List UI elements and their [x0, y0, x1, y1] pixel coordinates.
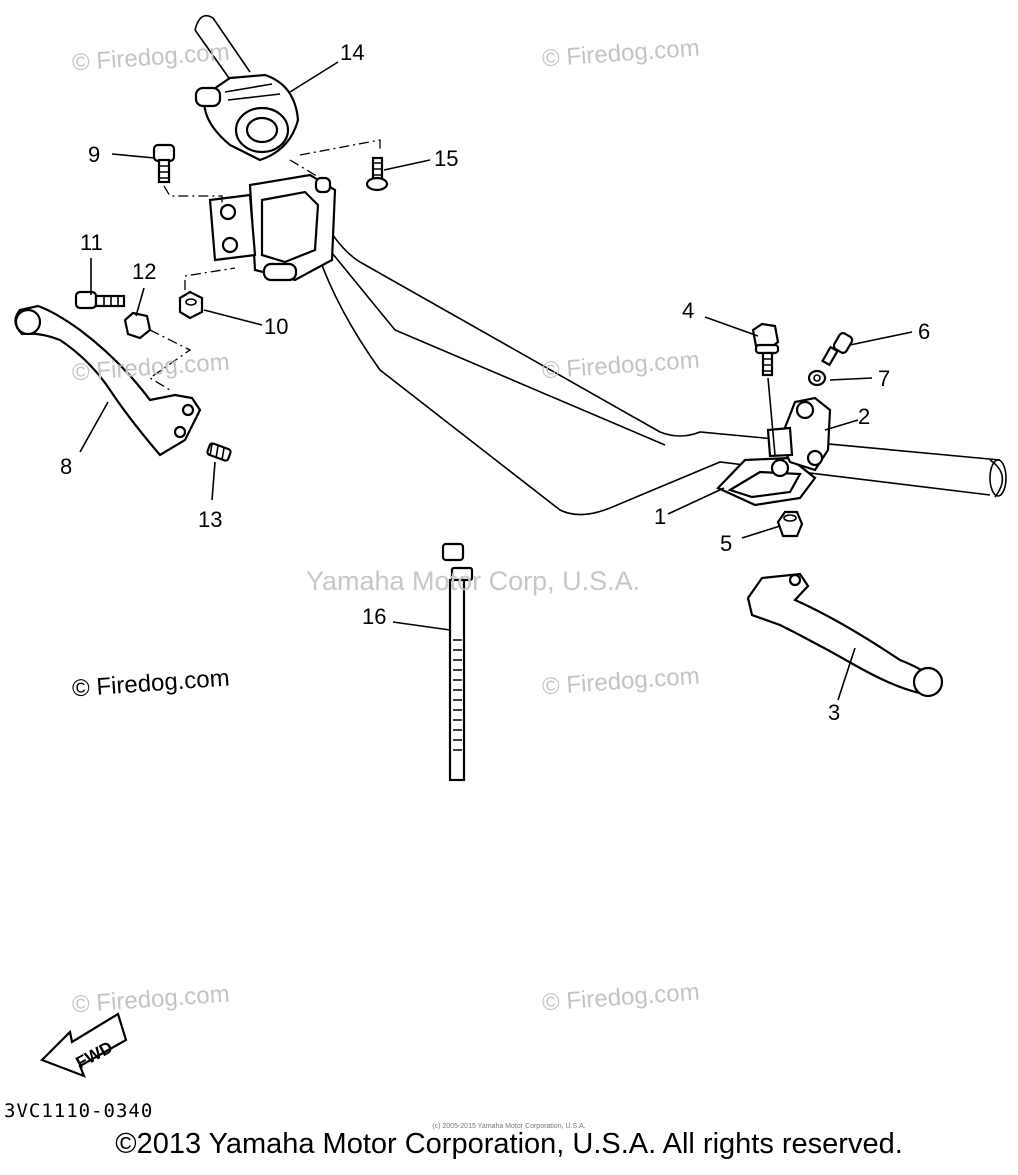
clutch-lever-3 — [746, 572, 944, 698]
brake-lever-8 — [14, 304, 202, 457]
master-cylinder — [208, 173, 337, 282]
bolt-4 — [751, 322, 780, 377]
callout-12: 12 — [132, 259, 156, 284]
screw-13 — [206, 442, 232, 462]
callout-11: 11 — [80, 230, 103, 255]
callout-15: 15 — [434, 146, 458, 171]
callout-lines — [79, 61, 913, 701]
bolt-9 — [152, 143, 176, 184]
leader-9 — [163, 185, 223, 208]
callout-5: 5 — [720, 531, 732, 556]
callout-2: 2 — [858, 404, 870, 429]
callout-14: 14 — [340, 40, 364, 65]
callout-7: 7 — [878, 366, 890, 391]
lever-bracket-1 — [716, 456, 817, 507]
center-watermark: Yamaha Motor Corp, U.S.A. — [306, 566, 641, 596]
callout-8: 8 — [60, 454, 72, 479]
leader-14 — [289, 159, 321, 179]
washer-7 — [807, 369, 827, 387]
callout-13: 13 — [198, 507, 222, 532]
callout-10: 10 — [264, 314, 288, 339]
leader-15 — [299, 139, 381, 156]
callout-16: 16 — [362, 604, 386, 629]
nut-10 — [178, 290, 204, 320]
fine-print: (c) 2005-2015 Yamaha Motor Corporation, … — [432, 1123, 586, 1130]
callout-3: 3 — [828, 700, 840, 725]
fwd-arrow-icon — [40, 1012, 128, 1078]
diagram-code: 3VC1110-0340 — [4, 1100, 154, 1122]
leader-12 — [148, 329, 192, 391]
callout-6: 6 — [918, 319, 930, 344]
screw-15 — [365, 156, 389, 192]
lever-holder-2 — [766, 396, 832, 472]
callout-1: 1 — [654, 504, 666, 529]
callout-9: 9 — [88, 142, 100, 167]
copyright-notice: ©2013 Yamaha Motor Corporation, U.S.A. A… — [115, 1128, 903, 1160]
bolt-11 — [74, 290, 126, 310]
screw-6 — [821, 332, 854, 367]
handlebar-switch — [194, 73, 300, 162]
cable-tie-16 — [441, 542, 474, 782]
nut-12 — [123, 311, 152, 340]
callout-4: 4 — [682, 298, 694, 323]
nut-5 — [776, 510, 804, 538]
leader-10 — [184, 267, 236, 290]
leader-4 — [767, 377, 776, 456]
